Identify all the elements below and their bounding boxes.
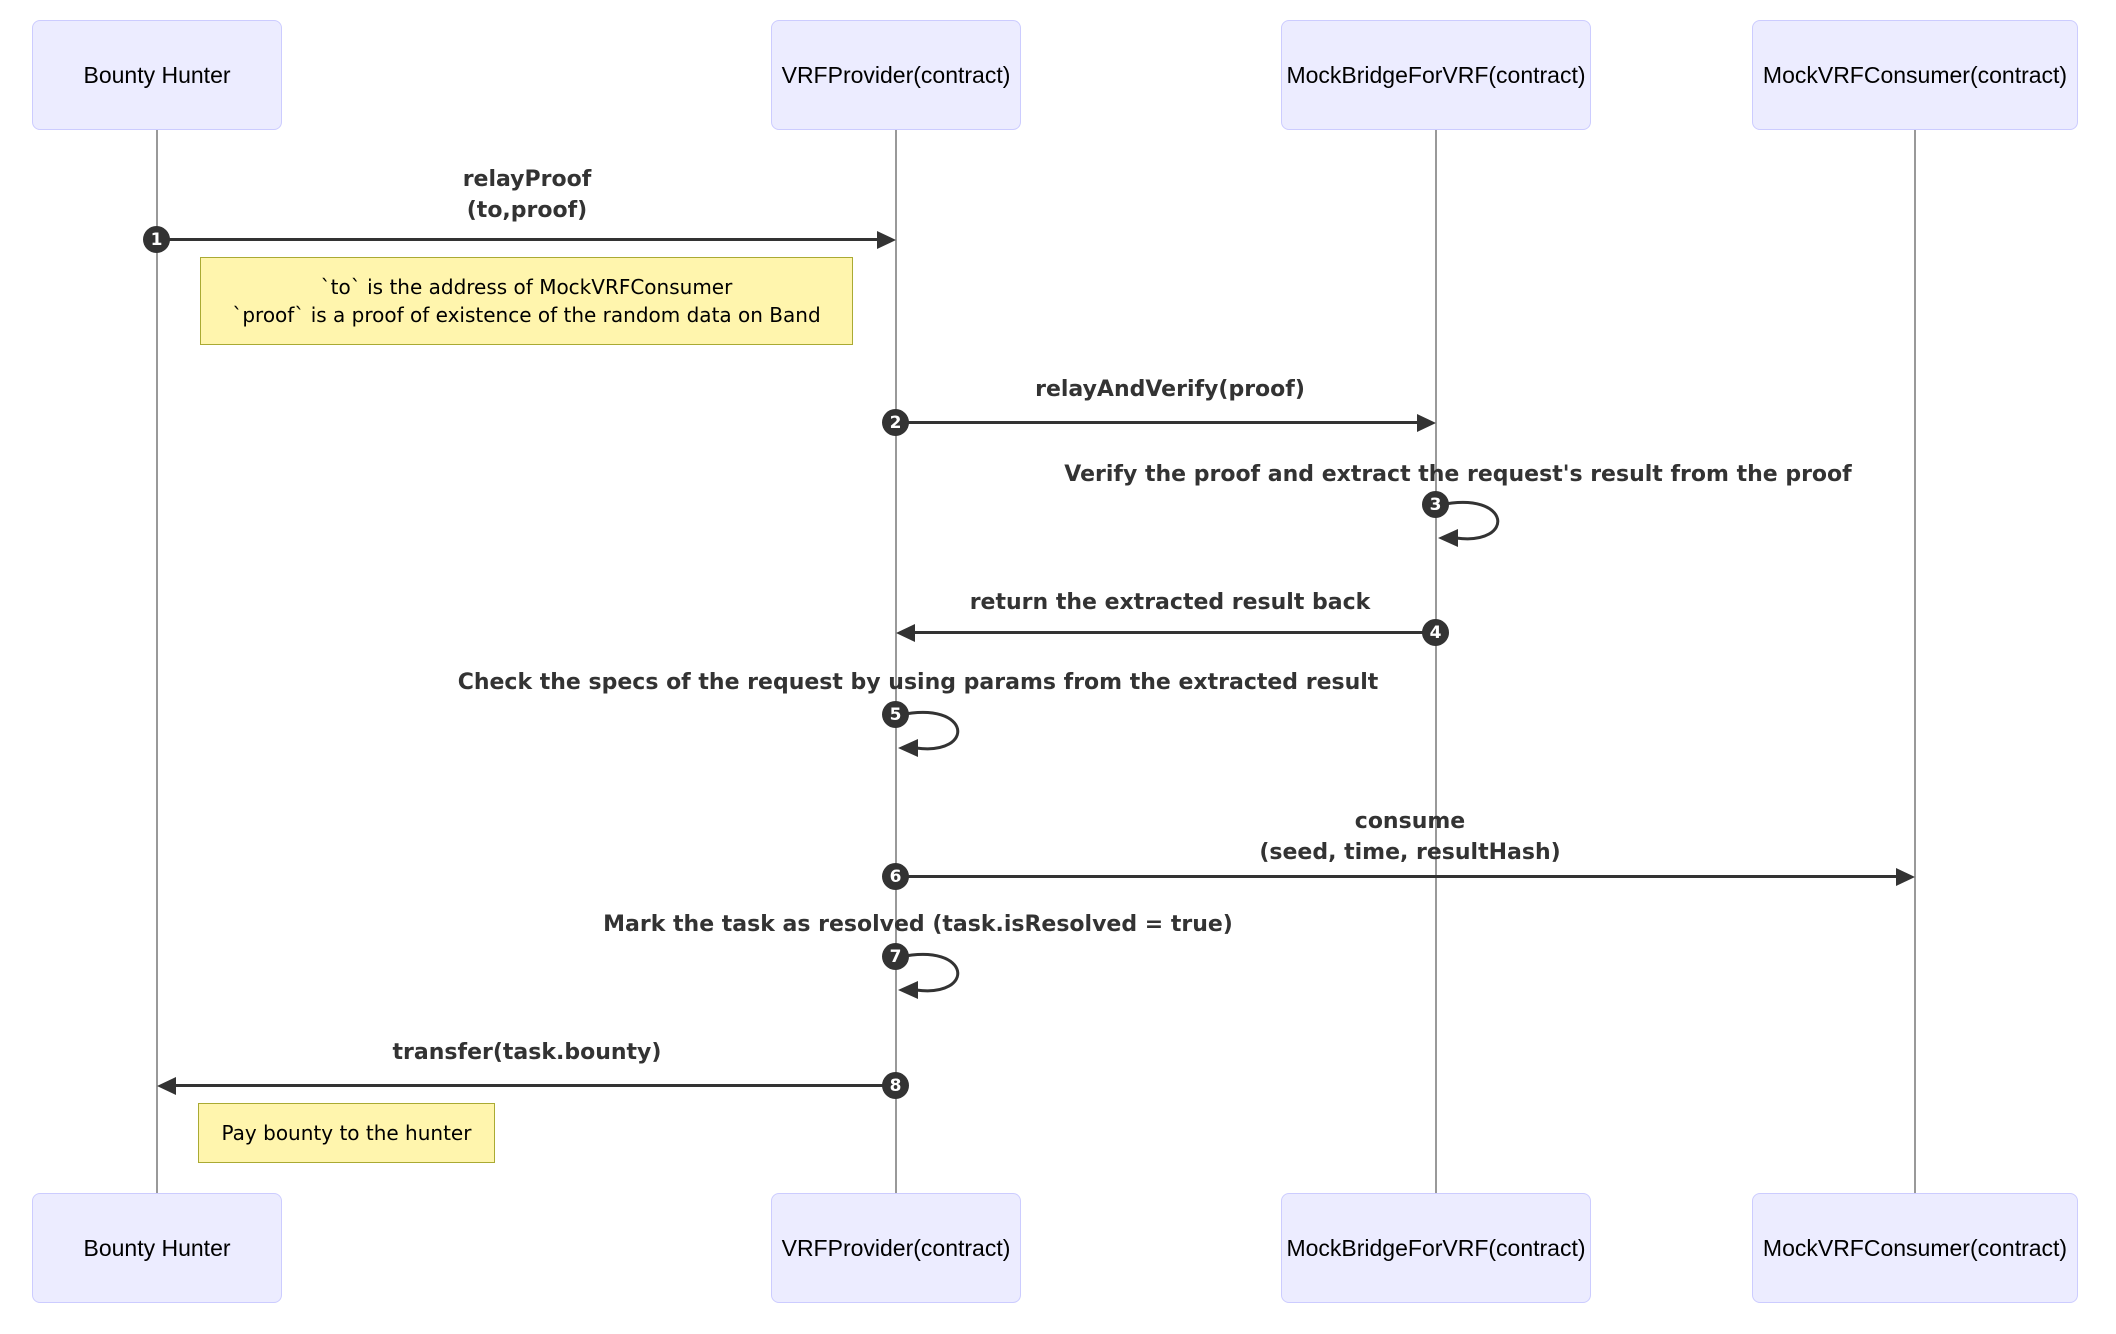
message-4-arrow-line <box>914 631 1436 634</box>
message-6-label: consume (seed, time, resultHash) <box>1259 809 1561 865</box>
self-loop-arrow-icon <box>898 953 960 999</box>
message-8-arrow-line <box>175 1084 896 1087</box>
note-pay-bounty: Pay bounty to the hunter <box>198 1103 495 1163</box>
arrowhead-left-icon <box>157 1077 176 1095</box>
participant-mock-bridge-bottom: MockBridgeForVRF(contract) <box>1281 1193 1591 1303</box>
message-1-label: relayProof (to,proof) <box>462 167 592 223</box>
lifeline-mock-bridge <box>1435 130 1437 1193</box>
lifeline-mock-consumer <box>1914 130 1916 1193</box>
participant-vrf-provider-top: VRFProvider(contract) <box>771 20 1021 130</box>
arrowhead-right-icon <box>877 231 896 249</box>
message-1-arrow-line <box>157 238 878 241</box>
self-loop-arrow-icon <box>898 711 960 757</box>
message-6-arrow-line <box>896 875 1897 878</box>
arrowhead-right-icon <box>1417 414 1436 432</box>
sequence-number-badge: 8 <box>882 1072 909 1099</box>
participant-label: Bounty Hunter <box>83 61 231 88</box>
message-7-label: Mark the task as resolved (task.isResolv… <box>603 912 1233 937</box>
message-8-label: transfer(task.bounty) <box>392 1040 662 1065</box>
sequence-number-badge: 7 <box>882 943 909 970</box>
arrowhead-left-icon <box>896 624 915 642</box>
sequence-number-badge: 2 <box>882 409 909 436</box>
participant-label: MockBridgeForVRF(contract) <box>1286 1234 1586 1261</box>
participant-bounty-hunter-bottom: Bounty Hunter <box>32 1193 282 1303</box>
message-2-label: relayAndVerify(proof) <box>1035 377 1305 402</box>
participant-mock-consumer-bottom: MockVRFConsumer(contract) <box>1752 1193 2078 1303</box>
sequence-number-badge: 1 <box>143 226 170 253</box>
participant-label: MockVRFConsumer(contract) <box>1762 1234 2068 1261</box>
sequence-number-badge: 5 <box>882 701 909 728</box>
sequence-number-badge: 3 <box>1422 491 1449 518</box>
participant-label: MockBridgeForVRF(contract) <box>1286 61 1586 88</box>
note-to-proof-explanation: `to` is the address of MockVRFConsumer `… <box>200 257 853 345</box>
sequence-number-badge: 4 <box>1422 619 1449 646</box>
participant-label: Bounty Hunter <box>83 1234 231 1261</box>
arrowhead-right-icon <box>1896 868 1915 886</box>
sequence-number-badge: 6 <box>882 863 909 890</box>
participant-mock-consumer-top: MockVRFConsumer(contract) <box>1752 20 2078 130</box>
participant-label: VRFProvider(contract) <box>781 1234 1011 1261</box>
participant-label: MockVRFConsumer(contract) <box>1762 61 2068 88</box>
participant-vrf-provider-bottom: VRFProvider(contract) <box>771 1193 1021 1303</box>
participant-mock-bridge-top: MockBridgeForVRF(contract) <box>1281 20 1591 130</box>
message-4-label: return the extracted result back <box>969 590 1371 615</box>
message-2-arrow-line <box>896 421 1418 424</box>
self-loop-arrow-icon <box>1438 501 1500 547</box>
message-5-label: Check the specs of the request by using … <box>457 670 1379 695</box>
message-3-label: Verify the proof and extract the request… <box>1064 462 1852 487</box>
lifeline-vrf-provider <box>895 130 897 1193</box>
participant-bounty-hunter-top: Bounty Hunter <box>32 20 282 130</box>
participant-label: VRFProvider(contract) <box>781 61 1011 88</box>
lifeline-bounty-hunter <box>156 130 158 1193</box>
